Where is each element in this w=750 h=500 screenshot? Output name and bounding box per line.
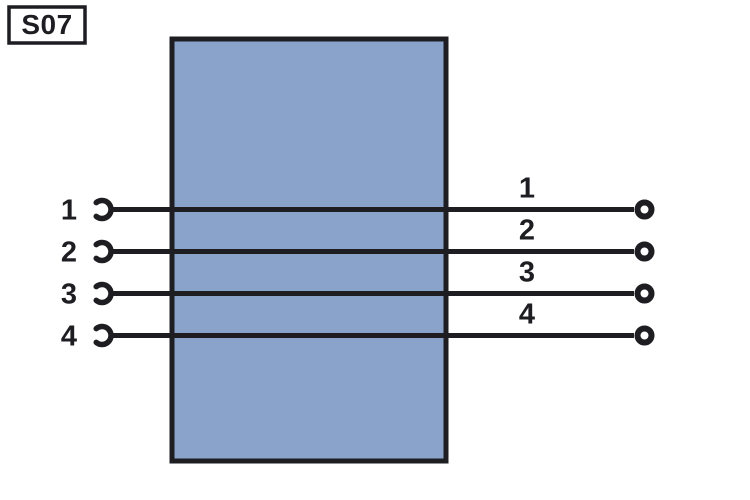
female-terminal-icon: [93, 323, 114, 348]
left-pin-label: 3: [61, 279, 77, 311]
component-id-label: S07: [21, 9, 72, 40]
component-id-box-frame: [7, 5, 87, 45]
female-terminal-icon: [93, 197, 114, 222]
wires-layer: 1 1 2 2 3 3 4 4: [61, 173, 655, 353]
right-pin-label: 3: [519, 257, 535, 289]
right-pin-label: 4: [519, 299, 535, 331]
left-pin-label: 2: [61, 237, 77, 269]
ring-terminal-icon: [634, 283, 655, 304]
ring-terminal-icon: [634, 241, 655, 262]
ring-terminal-icon: [634, 325, 655, 346]
component-id-box: S07: [7, 5, 87, 45]
female-terminal-icon: [93, 281, 114, 306]
right-pin-label: 1: [519, 173, 535, 205]
ring-terminal-icon: [634, 199, 655, 220]
left-pin-label: 4: [61, 321, 77, 353]
female-terminal-icon: [93, 239, 114, 264]
left-pin-label: 1: [61, 195, 77, 227]
right-pin-label: 2: [519, 215, 535, 247]
